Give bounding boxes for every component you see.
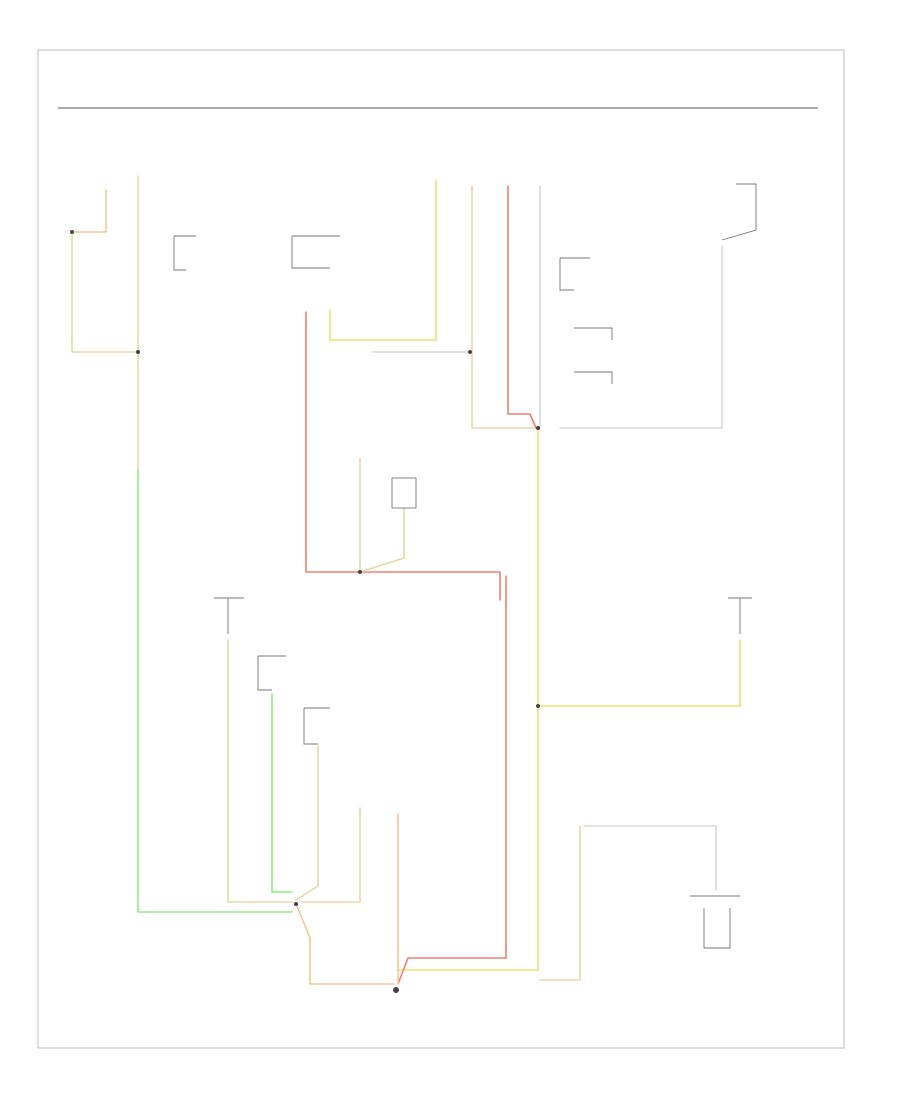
wire-ll-green xyxy=(271,693,293,893)
devices xyxy=(173,183,757,949)
sensor-box-ll-1 xyxy=(257,655,286,691)
wire-tl-tan xyxy=(71,231,139,353)
splice xyxy=(294,902,298,906)
wire-red-upper xyxy=(305,311,501,601)
wire-left-green xyxy=(137,469,293,913)
wire-br-connector xyxy=(583,825,717,891)
module-box-br xyxy=(690,895,740,949)
wire-center-red-short xyxy=(507,185,537,429)
splice xyxy=(358,570,362,574)
device-top-right-connector xyxy=(728,597,752,634)
splice xyxy=(136,350,140,354)
wires xyxy=(71,175,741,985)
wire-red-lower xyxy=(397,575,507,985)
wire-center-tan xyxy=(471,185,537,429)
device-ll-top xyxy=(214,597,244,634)
switch-box-right xyxy=(721,183,757,241)
relay-box-right xyxy=(559,257,590,291)
wire-main-yellow xyxy=(397,427,539,971)
wire-ll-tan-3 xyxy=(299,807,361,903)
sensor-box-tl xyxy=(173,235,196,271)
wire-yellow-top xyxy=(329,179,437,341)
component-2 xyxy=(574,371,613,384)
wire-tl-short xyxy=(71,189,107,233)
diagram-frame xyxy=(37,49,845,1049)
wire-ll-orange-down xyxy=(295,903,395,985)
sensor-box-ll-2 xyxy=(303,707,330,745)
splice xyxy=(536,426,540,430)
wire-br-tan xyxy=(539,825,581,981)
wire-sensor-tan-2 xyxy=(359,507,405,573)
splice xyxy=(468,350,472,354)
splice xyxy=(536,704,540,708)
wire-far-right-gray xyxy=(559,245,723,429)
ground-point xyxy=(393,987,399,993)
component-1 xyxy=(574,327,613,340)
sensor-box-center xyxy=(391,477,417,509)
wire-ll-tan-1 xyxy=(227,639,293,903)
wire-ll-tan-2 xyxy=(295,745,319,901)
wire-right-yellow-branch xyxy=(537,639,741,707)
splice-points xyxy=(70,230,540,993)
relay-box-top xyxy=(291,235,340,269)
splice xyxy=(70,230,74,234)
